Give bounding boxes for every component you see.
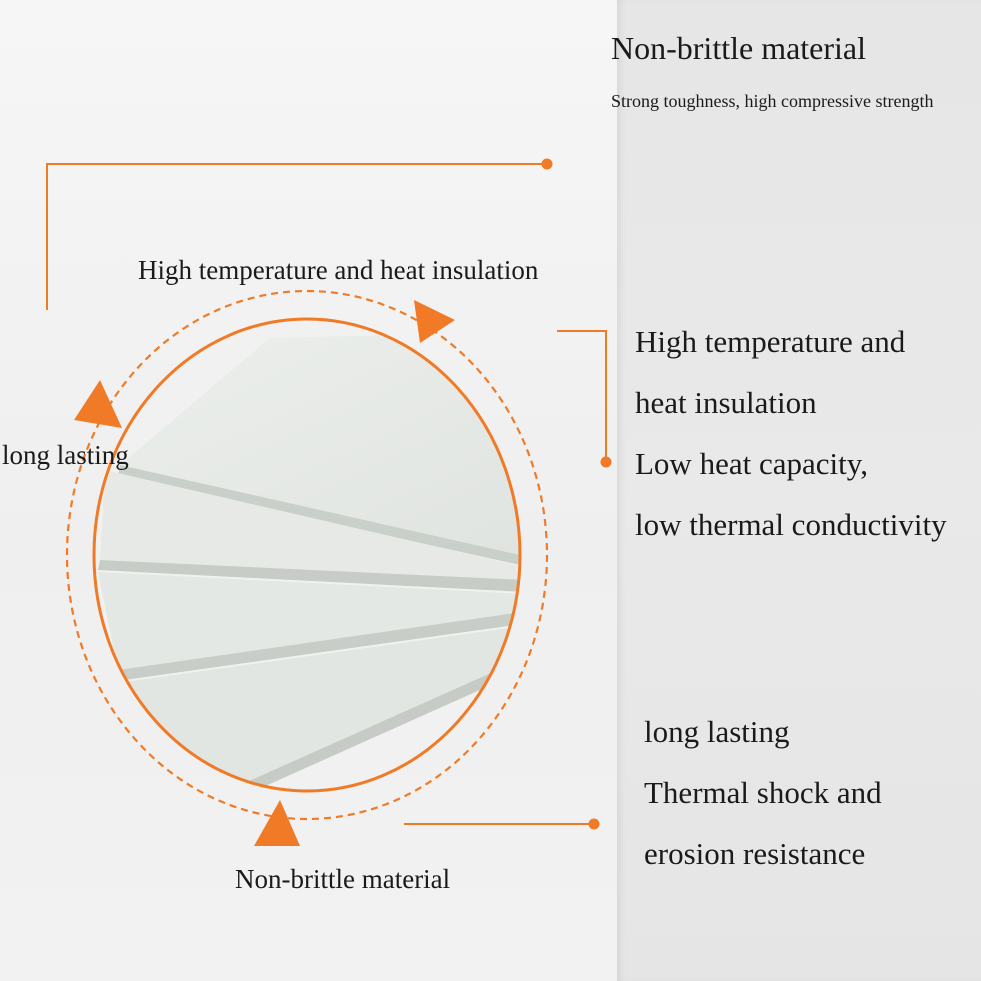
feature-block-durability: long lasting Thermal shock and erosion r… xyxy=(644,701,882,884)
connector-dot-icon xyxy=(588,818,600,830)
feature-line: heat insulation xyxy=(635,385,817,420)
feature-line: erosion resistance xyxy=(644,836,866,871)
feature-line: low thermal conductivity xyxy=(635,507,947,542)
triangle-arrow-icon xyxy=(74,380,122,428)
feature-line: long lasting xyxy=(644,714,790,749)
board-2-edge xyxy=(98,560,520,592)
header-title: Non-brittle material xyxy=(611,30,867,66)
board-4-edge xyxy=(240,660,520,791)
board-3 xyxy=(98,572,520,670)
connector-dot-icon xyxy=(600,456,612,468)
outer-dashed-ring xyxy=(65,289,549,821)
right-panel xyxy=(617,0,981,981)
inner-ring xyxy=(92,317,522,793)
feature-block-insulation: High temperature and heat insulation Low… xyxy=(635,311,947,555)
feature-line: Low heat capacity, xyxy=(635,446,868,481)
board-3-edge xyxy=(118,612,520,680)
ring-label-bottom: Non-brittle material xyxy=(235,864,451,894)
board-4 xyxy=(124,626,520,790)
ring-label-left: long lasting xyxy=(2,440,129,470)
header-subtitle: Strong toughness, high compressive stren… xyxy=(611,91,934,111)
right-connector-line xyxy=(557,330,607,462)
triangle-arrow-icon xyxy=(414,300,455,343)
board-2 xyxy=(100,470,520,580)
ring-label-top: High temperature and heat insulation xyxy=(138,255,539,285)
connector-dot-icon xyxy=(541,158,553,170)
triangle-arrow-icon xyxy=(254,800,300,846)
top-connector-line xyxy=(46,163,547,310)
feature-line: High temperature and xyxy=(635,324,906,359)
feature-line: Thermal shock and xyxy=(644,775,882,810)
board-1-edge xyxy=(118,465,520,565)
